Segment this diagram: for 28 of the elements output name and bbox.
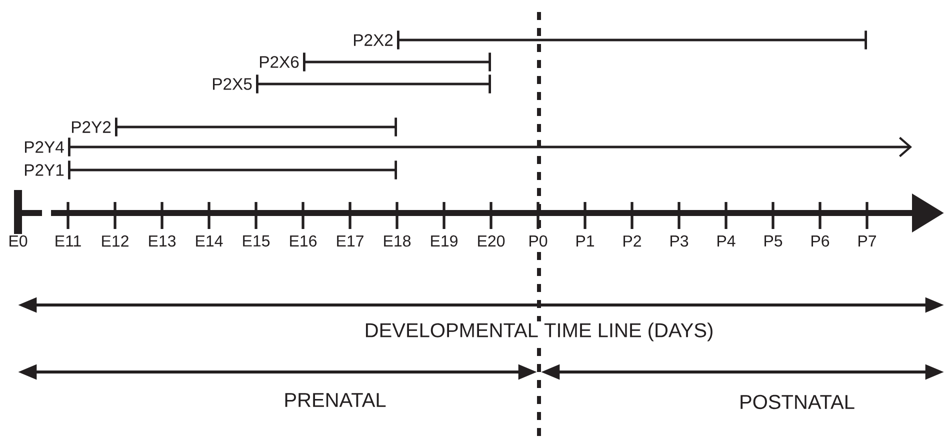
tick-label: E14 <box>193 234 225 248</box>
receptor-label: P2Y2 <box>72 121 111 133</box>
tick-label: P5 <box>762 234 784 248</box>
receptor-label: P2X6 <box>260 56 299 68</box>
tick-label: E17 <box>334 234 366 248</box>
period-label: POSTNATAL <box>738 394 856 410</box>
receptor-label: P2X5 <box>213 78 252 90</box>
tick-label: P0 <box>526 234 550 248</box>
period-label: PRENATAL <box>282 392 388 408</box>
receptor-label: P2Y4 <box>25 141 64 153</box>
tick-label: E0 <box>6 234 30 248</box>
tick-label: E20 <box>475 234 507 248</box>
tick-label: P2 <box>620 234 644 248</box>
tick-label: E15 <box>240 234 272 248</box>
tick-label: P7 <box>856 234 878 248</box>
tick-label: P4 <box>714 234 738 248</box>
tick-label: P6 <box>808 234 832 248</box>
receptor-label: P2X2 <box>354 34 393 46</box>
tick-label: E16 <box>287 234 319 248</box>
tick-label: P1 <box>574 234 596 248</box>
tick-label: E19 <box>428 234 460 248</box>
tick-label: E13 <box>146 234 178 248</box>
tick-label: P3 <box>668 234 690 248</box>
tick-label: E11 <box>53 234 83 248</box>
tick-label: E12 <box>99 234 131 248</box>
timeline-title: DEVELOPMENTAL TIME LINE (DAYS) <box>363 321 715 343</box>
tick-label: E18 <box>381 234 413 248</box>
receptor-label: P2Y1 <box>25 164 64 176</box>
